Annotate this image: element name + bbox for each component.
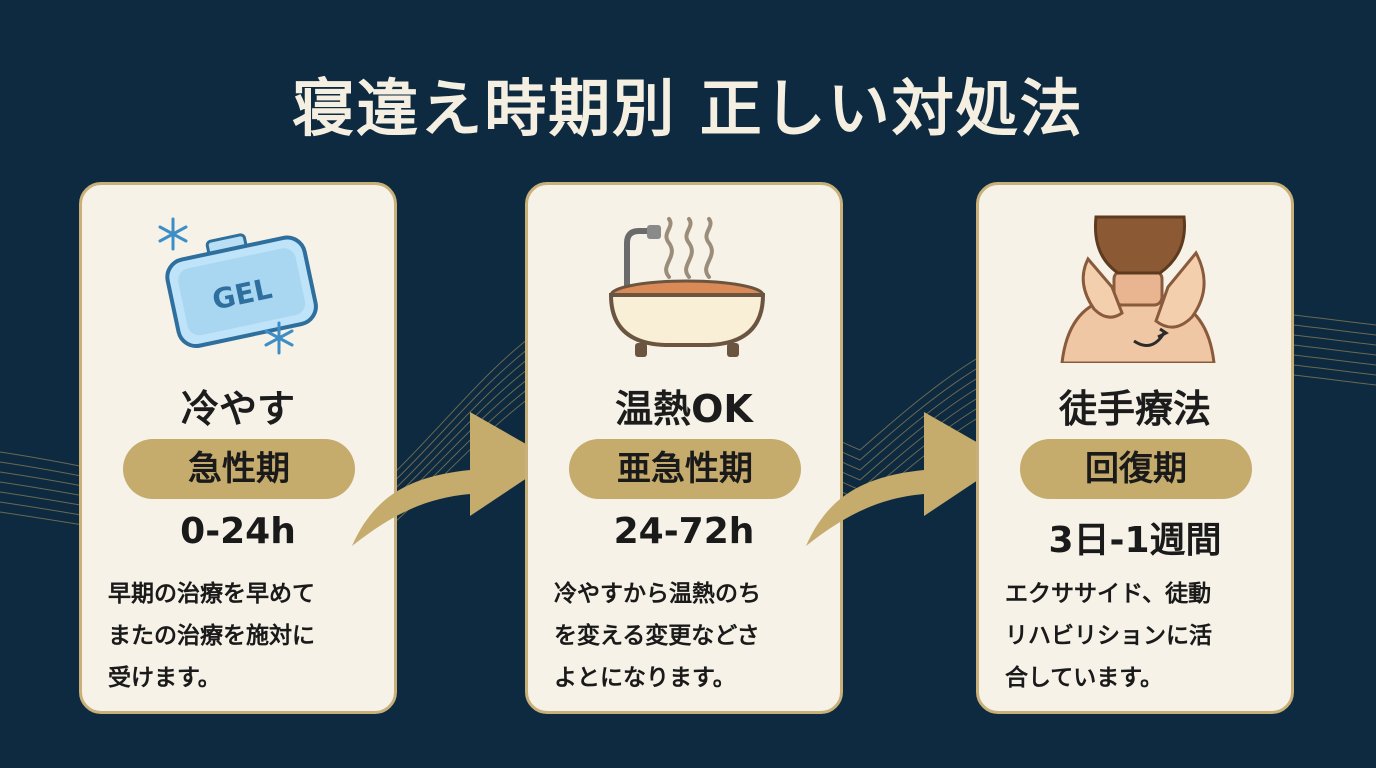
phase-badge: 急性期 xyxy=(123,439,355,499)
page-title: 寝違え時期別 正しい対処法 xyxy=(292,72,1084,145)
phase-badge: 亜急性期 xyxy=(569,439,801,499)
time-range: 24-72h xyxy=(613,511,755,552)
time-range: 0-24h xyxy=(180,511,296,552)
phase-badge: 回復期 xyxy=(1020,439,1252,499)
description-line: またの治療を施対に xyxy=(108,623,315,649)
description-line: 早期の治療を早めて xyxy=(108,581,315,607)
description-line: 冷やすから温熱のち xyxy=(554,581,761,607)
arrow-right-icon xyxy=(352,412,554,546)
description-line: を変える変更などさ xyxy=(554,623,760,649)
arrow-right-icon xyxy=(806,412,1008,546)
card-label: 温熱OK xyxy=(615,387,753,431)
time-range: 3日-1週間 xyxy=(1048,520,1222,561)
description-line: エクササイド、徒動 xyxy=(1005,581,1212,607)
card-description: 冷やすから温熱のち を変える変更などさ よとになります。 xyxy=(554,573,822,699)
card-description: 早期の治療を早めて またの治療を施対に 受けます。 xyxy=(108,573,376,699)
massage-therapy-icon xyxy=(1060,215,1216,363)
description-line: 合しています。 xyxy=(1005,665,1164,691)
description-line: よとになります。 xyxy=(554,665,736,691)
card-description: エクササイド、徒動 リハビリションに活 合しています。 xyxy=(1005,573,1273,699)
card-label: 徒手療法 xyxy=(1058,387,1211,431)
description-line: 受けます。 xyxy=(108,665,221,691)
card-label: 冷やす xyxy=(180,387,295,431)
ice-gel-pack-icon: GEL xyxy=(158,217,318,355)
phase-card-recovery: 徒手療法 回復期 3日-1週間 エクササイド、徒動 リハビリションに活 合してい… xyxy=(976,182,1294,714)
phase-card-acute: GEL 冷やす 急性期 0-24h 早期の治療を早めて またの治療を施対に 受け… xyxy=(79,182,397,714)
description-line: リハビリションに活 xyxy=(1005,623,1212,649)
phase-card-subacute: 温熱OK 亜急性期 24-72h 冷やすから温熱のち を変える変更などさ よとに… xyxy=(525,182,843,714)
hot-bath-icon xyxy=(608,217,766,357)
